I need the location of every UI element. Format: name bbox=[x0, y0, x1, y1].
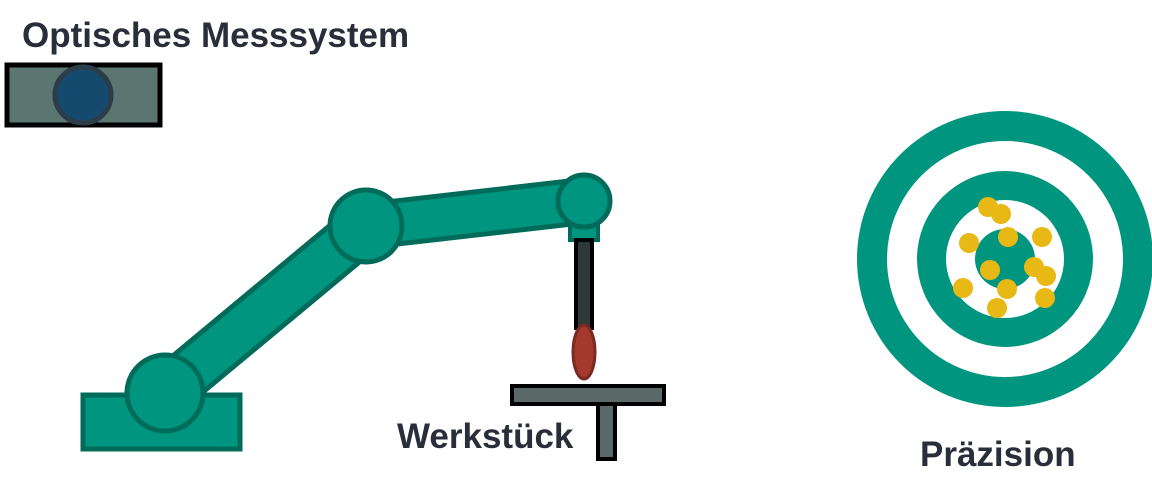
robot-base-joint bbox=[124, 352, 206, 434]
hit-mark bbox=[980, 260, 1000, 280]
hit-mark bbox=[997, 279, 1017, 299]
hit-mark bbox=[998, 227, 1018, 247]
hit-mark bbox=[1036, 266, 1056, 286]
workpiece-table-icon bbox=[510, 384, 666, 461]
robot-elbow-joint bbox=[327, 187, 405, 265]
hit-mark bbox=[953, 278, 973, 298]
hit-mark bbox=[1032, 227, 1052, 247]
camera-label: Optisches Messsystem bbox=[22, 16, 410, 55]
hit-mark bbox=[959, 233, 979, 253]
hit-mark bbox=[991, 204, 1011, 224]
target-icon bbox=[857, 111, 1152, 407]
robot-tool-tip bbox=[571, 323, 597, 381]
robot-arm-icon bbox=[80, 172, 613, 452]
robot-wrist-joint bbox=[555, 172, 613, 230]
workpiece-label: Werkstück bbox=[397, 417, 574, 456]
precision-label: Präzision bbox=[920, 435, 1076, 474]
hit-mark bbox=[1035, 288, 1055, 308]
hit-mark bbox=[987, 298, 1007, 318]
robot-tool-shaft bbox=[574, 238, 594, 330]
target-hits bbox=[953, 197, 1056, 318]
camera-icon bbox=[4, 62, 163, 128]
